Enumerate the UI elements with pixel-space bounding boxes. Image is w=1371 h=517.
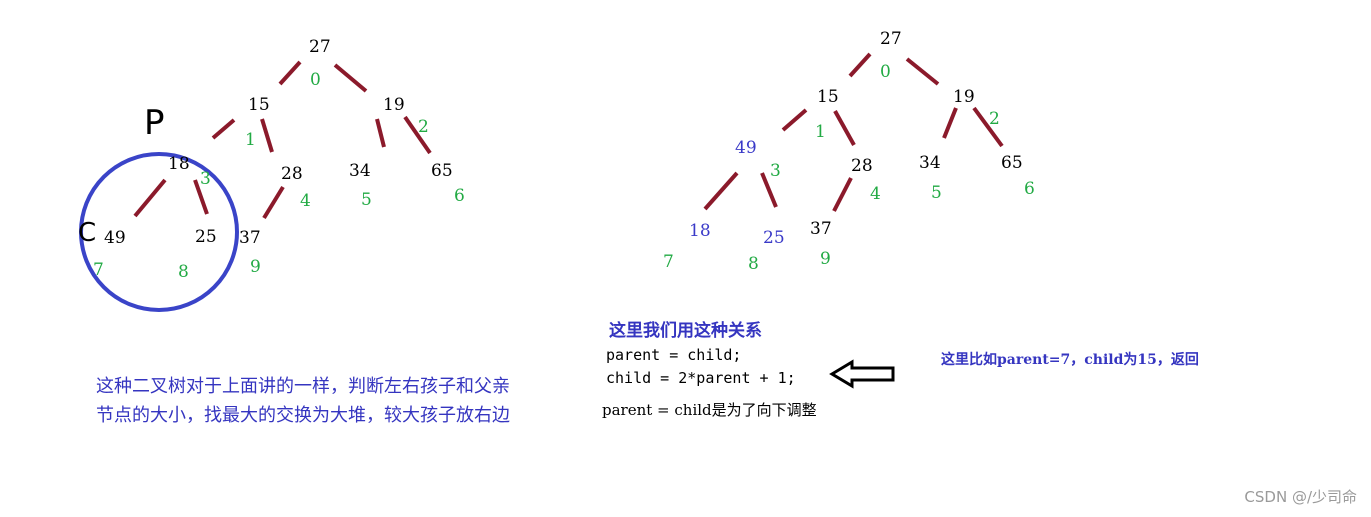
- left-node-value: 27: [309, 37, 331, 57]
- tree-edge: [375, 118, 386, 148]
- right-node-value: 37: [810, 219, 832, 239]
- relation-title: 这里我们用这种关系: [609, 321, 762, 341]
- left-node-index: 8: [178, 262, 189, 282]
- right-node-index: 2: [989, 109, 1000, 129]
- tree-edge: [972, 106, 1004, 148]
- right-node-value: 49: [735, 138, 757, 158]
- tree-edge: [942, 107, 958, 139]
- right-node-index: 1: [815, 122, 826, 142]
- right-node-value: 34: [919, 153, 941, 173]
- tree-edge: [193, 179, 209, 215]
- right-node-index: 4: [870, 184, 881, 204]
- right-node-index: 6: [1024, 179, 1035, 199]
- tree-edge: [832, 177, 853, 212]
- right-node-index: 5: [931, 183, 942, 203]
- right-example-note: 这里比如parent=7，child为15，返回: [941, 352, 1199, 368]
- left-node-value: 49: [104, 228, 126, 248]
- right-node-index: 9: [820, 249, 831, 269]
- tree-edge: [848, 52, 872, 78]
- right-node-value: 27: [880, 29, 902, 49]
- left-node-value: 19: [383, 95, 405, 115]
- left-node-value: 15: [248, 95, 270, 115]
- left-node-value: 34: [349, 161, 371, 181]
- tree-edge: [211, 118, 236, 140]
- left-node-value: 37: [239, 228, 261, 248]
- right-node-value: 25: [763, 228, 785, 248]
- tree-edge: [278, 60, 302, 86]
- left-explanation-note: 这种二叉树对于上面讲的一样，判断左右孩子和父亲节点的大小，找最大的交换为大堆，较…: [96, 376, 510, 426]
- tree-edge: [781, 108, 808, 132]
- left-node-value: 25: [195, 227, 217, 247]
- tree-edge: [403, 115, 432, 155]
- left-node-index: 7: [93, 260, 104, 280]
- left-node-index: 3: [200, 169, 211, 189]
- tree-edge: [905, 57, 940, 86]
- left-node-index: 9: [250, 257, 261, 277]
- tree-edge: [262, 185, 285, 220]
- tree-edge: [333, 63, 368, 93]
- left-node-value: 18: [168, 154, 190, 174]
- left-node-index: 6: [454, 186, 465, 206]
- code-line: child = 2*parent + 1;: [606, 369, 796, 387]
- highlight-circle: [79, 152, 239, 312]
- left-node-index: 5: [361, 190, 372, 210]
- code-note: parent = child是为了向下调整: [602, 401, 817, 419]
- tree-edge: [260, 118, 274, 153]
- right-node-index: 8: [748, 254, 759, 274]
- right-node-index: 3: [770, 161, 781, 181]
- child-mark: C: [78, 218, 97, 248]
- code-line: parent = child;: [606, 346, 742, 364]
- right-node-index: 7: [663, 252, 674, 272]
- tree-edge: [833, 110, 856, 146]
- right-node-index: 0: [880, 62, 891, 82]
- right-node-value: 28: [851, 156, 873, 176]
- left-node-value: 28: [281, 164, 303, 184]
- parent-mark: P: [144, 103, 165, 143]
- tree-edge: [760, 172, 778, 208]
- right-node-value: 15: [817, 87, 839, 107]
- left-node-index: 1: [245, 130, 256, 150]
- tree-edge: [133, 178, 167, 218]
- right-node-value: 19: [953, 87, 975, 107]
- watermark: CSDN @/少司命: [1244, 488, 1357, 506]
- left-arrow-icon: [829, 359, 895, 389]
- right-node-value: 18: [689, 221, 711, 241]
- tree-edge: [703, 171, 739, 211]
- tree-edges: [133, 52, 1004, 220]
- left-node-index: 4: [300, 191, 311, 211]
- left-node-index: 0: [310, 70, 321, 90]
- right-node-value: 65: [1001, 153, 1023, 173]
- left-node-value: 65: [431, 161, 453, 181]
- left-node-index: 2: [418, 117, 429, 137]
